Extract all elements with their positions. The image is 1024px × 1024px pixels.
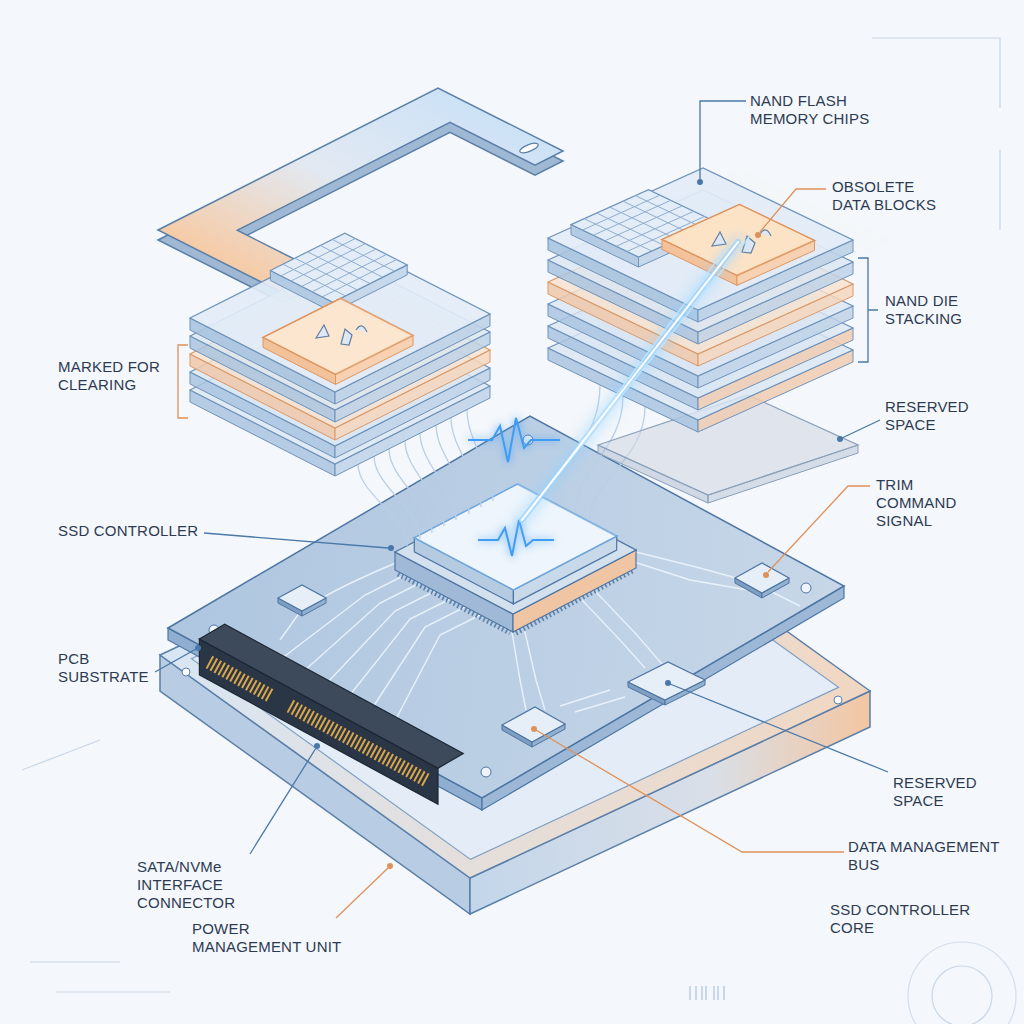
bracket (178, 345, 188, 418)
beam (522, 242, 738, 520)
leader-dots (195, 179, 843, 869)
pcb-hole (481, 767, 491, 777)
connector-pins (290, 706, 428, 781)
trace (322, 562, 398, 598)
trace (596, 592, 662, 664)
callout-label: DATA MANAGEMENT BUS (848, 838, 1016, 874)
trace (628, 560, 748, 590)
wire (436, 425, 469, 514)
leader-line (204, 533, 388, 548)
ssd-controller-chip (395, 484, 636, 633)
trace (524, 628, 545, 710)
leader-dot (697, 179, 703, 185)
callout-label: OBSOLETE DATA BLOCKS (832, 178, 947, 214)
leader-lines (155, 101, 888, 918)
chip-top (502, 707, 565, 742)
blueprint-circle (908, 942, 1016, 1024)
connector-top (199, 624, 463, 768)
callout-label: NAND FLASH MEMORY CHIPS (750, 92, 878, 128)
beam-core (522, 242, 738, 520)
memory-grid (270, 233, 407, 302)
beam-glow (522, 242, 738, 520)
mount-hole (517, 142, 541, 154)
pulse-symbol (478, 520, 554, 556)
callout-label: PCB SUBSTRATE (58, 650, 168, 686)
pulse-symbol (468, 418, 560, 462)
leader-line (700, 101, 746, 180)
leader-line (768, 486, 870, 572)
callout-label: POWER MANAGEMENT UNIT (192, 920, 357, 956)
wire (467, 410, 493, 501)
nand-stack-left (190, 233, 490, 476)
wire (420, 433, 456, 520)
leader-line (536, 730, 844, 852)
callout-label: NAND DIE STACKING (885, 292, 990, 328)
controller-core (414, 484, 616, 590)
leader-dot (755, 232, 761, 238)
connector-pins (209, 662, 271, 696)
callout-label: MARKED FOR CLEARING (58, 358, 173, 394)
leader-dot (388, 545, 394, 551)
pcb-hole (801, 583, 811, 593)
leader-line (155, 649, 196, 672)
leader-line (250, 748, 316, 854)
leader-dot (837, 436, 843, 442)
blueprint-ticks (690, 986, 724, 1000)
wire (451, 418, 481, 507)
leader-dot (665, 680, 671, 686)
leader-line (842, 420, 880, 438)
beam-ray (520, 236, 750, 522)
trace (512, 632, 526, 710)
callout-label: SSD CONTROLLER CORE (830, 901, 995, 937)
chip-top (278, 585, 326, 611)
case-screw (182, 668, 190, 676)
callout-label: TRIM COMMAND SIGNAL (876, 476, 981, 530)
leader-line (670, 684, 888, 772)
callout-label: SATA/NVMe INTERFACE CONNECTOR (137, 858, 249, 912)
callout-label: RESERVED SPACE (885, 398, 985, 434)
leader-dot (195, 645, 201, 651)
case-screw (834, 696, 842, 704)
interface-connector (199, 624, 463, 804)
trim-beam (520, 236, 750, 522)
leader-line (760, 189, 826, 232)
nand-chip (270, 233, 407, 302)
wire (374, 456, 420, 539)
callout-label: RESERVED SPACE (893, 774, 993, 810)
blueprint-circle (932, 966, 992, 1024)
leader-dot (314, 743, 320, 749)
chip-top (628, 662, 705, 700)
leader-dot (387, 863, 393, 869)
bracket (858, 258, 878, 362)
marked-block (263, 298, 413, 374)
leader-dot (763, 572, 769, 578)
chip-top (735, 563, 789, 593)
trace (636, 552, 736, 578)
lid-frame (158, 88, 563, 303)
obsolete-fragments (316, 325, 367, 345)
leader-dot (531, 726, 537, 732)
callout-label: SSD CONTROLLER (58, 522, 238, 540)
leader-line (336, 868, 388, 918)
